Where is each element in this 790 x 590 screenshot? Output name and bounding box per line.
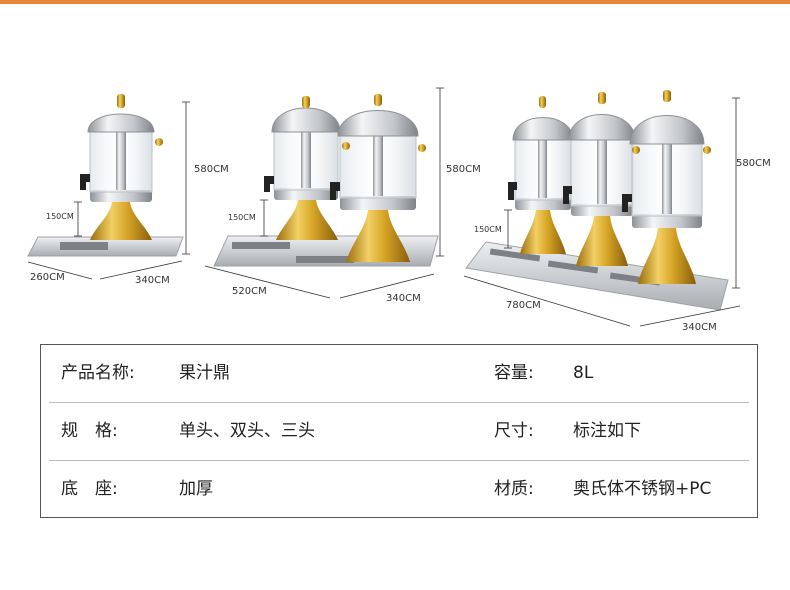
gold-pedestal	[276, 200, 338, 240]
single-dispenser	[27, 94, 184, 257]
dome-lid	[337, 110, 419, 137]
side-handle	[703, 146, 711, 154]
row-divider	[49, 460, 749, 461]
side-handle	[342, 142, 350, 150]
spec-label: 容量:	[494, 363, 534, 383]
spec-label: 规 格:	[61, 421, 118, 441]
spec-row: 规 格: 单头、双头、三头 尺寸: 标注如下	[41, 403, 757, 460]
tap	[330, 182, 340, 200]
triple-depth-label: 340CM	[682, 322, 717, 333]
lid-knob	[117, 94, 125, 108]
tank-bottom	[90, 190, 152, 202]
drip-grate	[232, 242, 290, 249]
dome-lid	[629, 115, 705, 145]
center-tube	[538, 138, 547, 198]
tap	[622, 194, 632, 212]
center-tube	[373, 130, 383, 196]
top-accent-bar	[0, 0, 790, 4]
lid-knob	[302, 96, 310, 108]
lid-knob	[539, 96, 546, 108]
spec-value: 奥氏体不锈钢+PC	[573, 479, 712, 499]
spec-value: 8L	[573, 363, 594, 383]
gold-pedestal	[520, 210, 566, 254]
side-handle	[632, 146, 640, 154]
spec-label: 尺寸:	[494, 421, 534, 441]
row-divider	[49, 402, 749, 403]
gold-pedestal	[346, 210, 410, 262]
drip-grate	[489, 248, 541, 262]
triple-base-height-label: 150CM	[474, 225, 502, 234]
triple-dispenser	[465, 90, 729, 311]
tap	[563, 186, 572, 204]
spec-table: 产品名称: 果汁鼎 容量: 8L 规 格: 单头、双头、三头 尺寸: 标注如下 …	[40, 344, 758, 518]
single-depth-label: 260CM	[30, 272, 65, 283]
triple-height-label: 580CM	[736, 158, 771, 169]
spec-label: 材质:	[494, 479, 534, 499]
lid-knob	[663, 90, 671, 102]
gold-pedestal	[576, 216, 628, 266]
spec-value: 单头、双头、三头	[179, 421, 315, 441]
double-base-height-label: 150CM	[228, 213, 256, 222]
spec-row: 底 座: 加厚 材质: 奥氏体不锈钢+PC	[41, 461, 757, 518]
triple-width-label: 780CM	[506, 300, 541, 311]
dome-lid	[271, 107, 341, 133]
tank-bottom	[571, 204, 633, 216]
center-tube	[597, 138, 607, 204]
center-tube	[301, 128, 311, 188]
double-depth-label: 340CM	[386, 293, 421, 304]
gold-pedestal	[638, 228, 696, 284]
double-width-label: 520CM	[232, 286, 267, 297]
drip-grate	[296, 256, 354, 263]
double-dispenser	[213, 94, 439, 267]
tank-bottom	[340, 196, 416, 210]
dome-lid	[87, 113, 155, 133]
product-illustration: 580CM 150CM 260CM 340CM 580CM 150CM 5	[27, 87, 771, 333]
tap	[508, 182, 517, 200]
single-width-label: 340CM	[135, 275, 170, 286]
spec-label: 产品名称:	[61, 363, 135, 383]
center-tube	[662, 140, 672, 214]
tap	[80, 174, 90, 190]
spec-value: 果汁鼎	[179, 363, 230, 383]
center-tube	[116, 128, 126, 190]
drip-grate	[547, 260, 599, 274]
dome-lid	[568, 114, 636, 141]
dome-lid	[512, 117, 574, 141]
single-height-label: 580CM	[194, 164, 229, 175]
spec-label: 底 座:	[61, 479, 118, 499]
tank-bottom	[632, 214, 702, 228]
drip-grate	[60, 242, 108, 250]
side-handle	[155, 138, 163, 146]
gold-pedestal	[90, 202, 152, 240]
single-base-height-label: 150CM	[46, 212, 74, 221]
spec-value: 标注如下	[573, 421, 641, 441]
tap	[264, 176, 274, 192]
tank-bottom	[515, 198, 571, 210]
lid-knob	[374, 94, 382, 106]
spec-row: 产品名称: 果汁鼎 容量: 8L	[41, 345, 757, 402]
lid-knob	[598, 92, 606, 104]
tank-bottom	[274, 188, 338, 200]
spec-value: 加厚	[179, 479, 213, 499]
double-height-label: 580CM	[446, 164, 481, 175]
side-handle	[418, 144, 426, 152]
